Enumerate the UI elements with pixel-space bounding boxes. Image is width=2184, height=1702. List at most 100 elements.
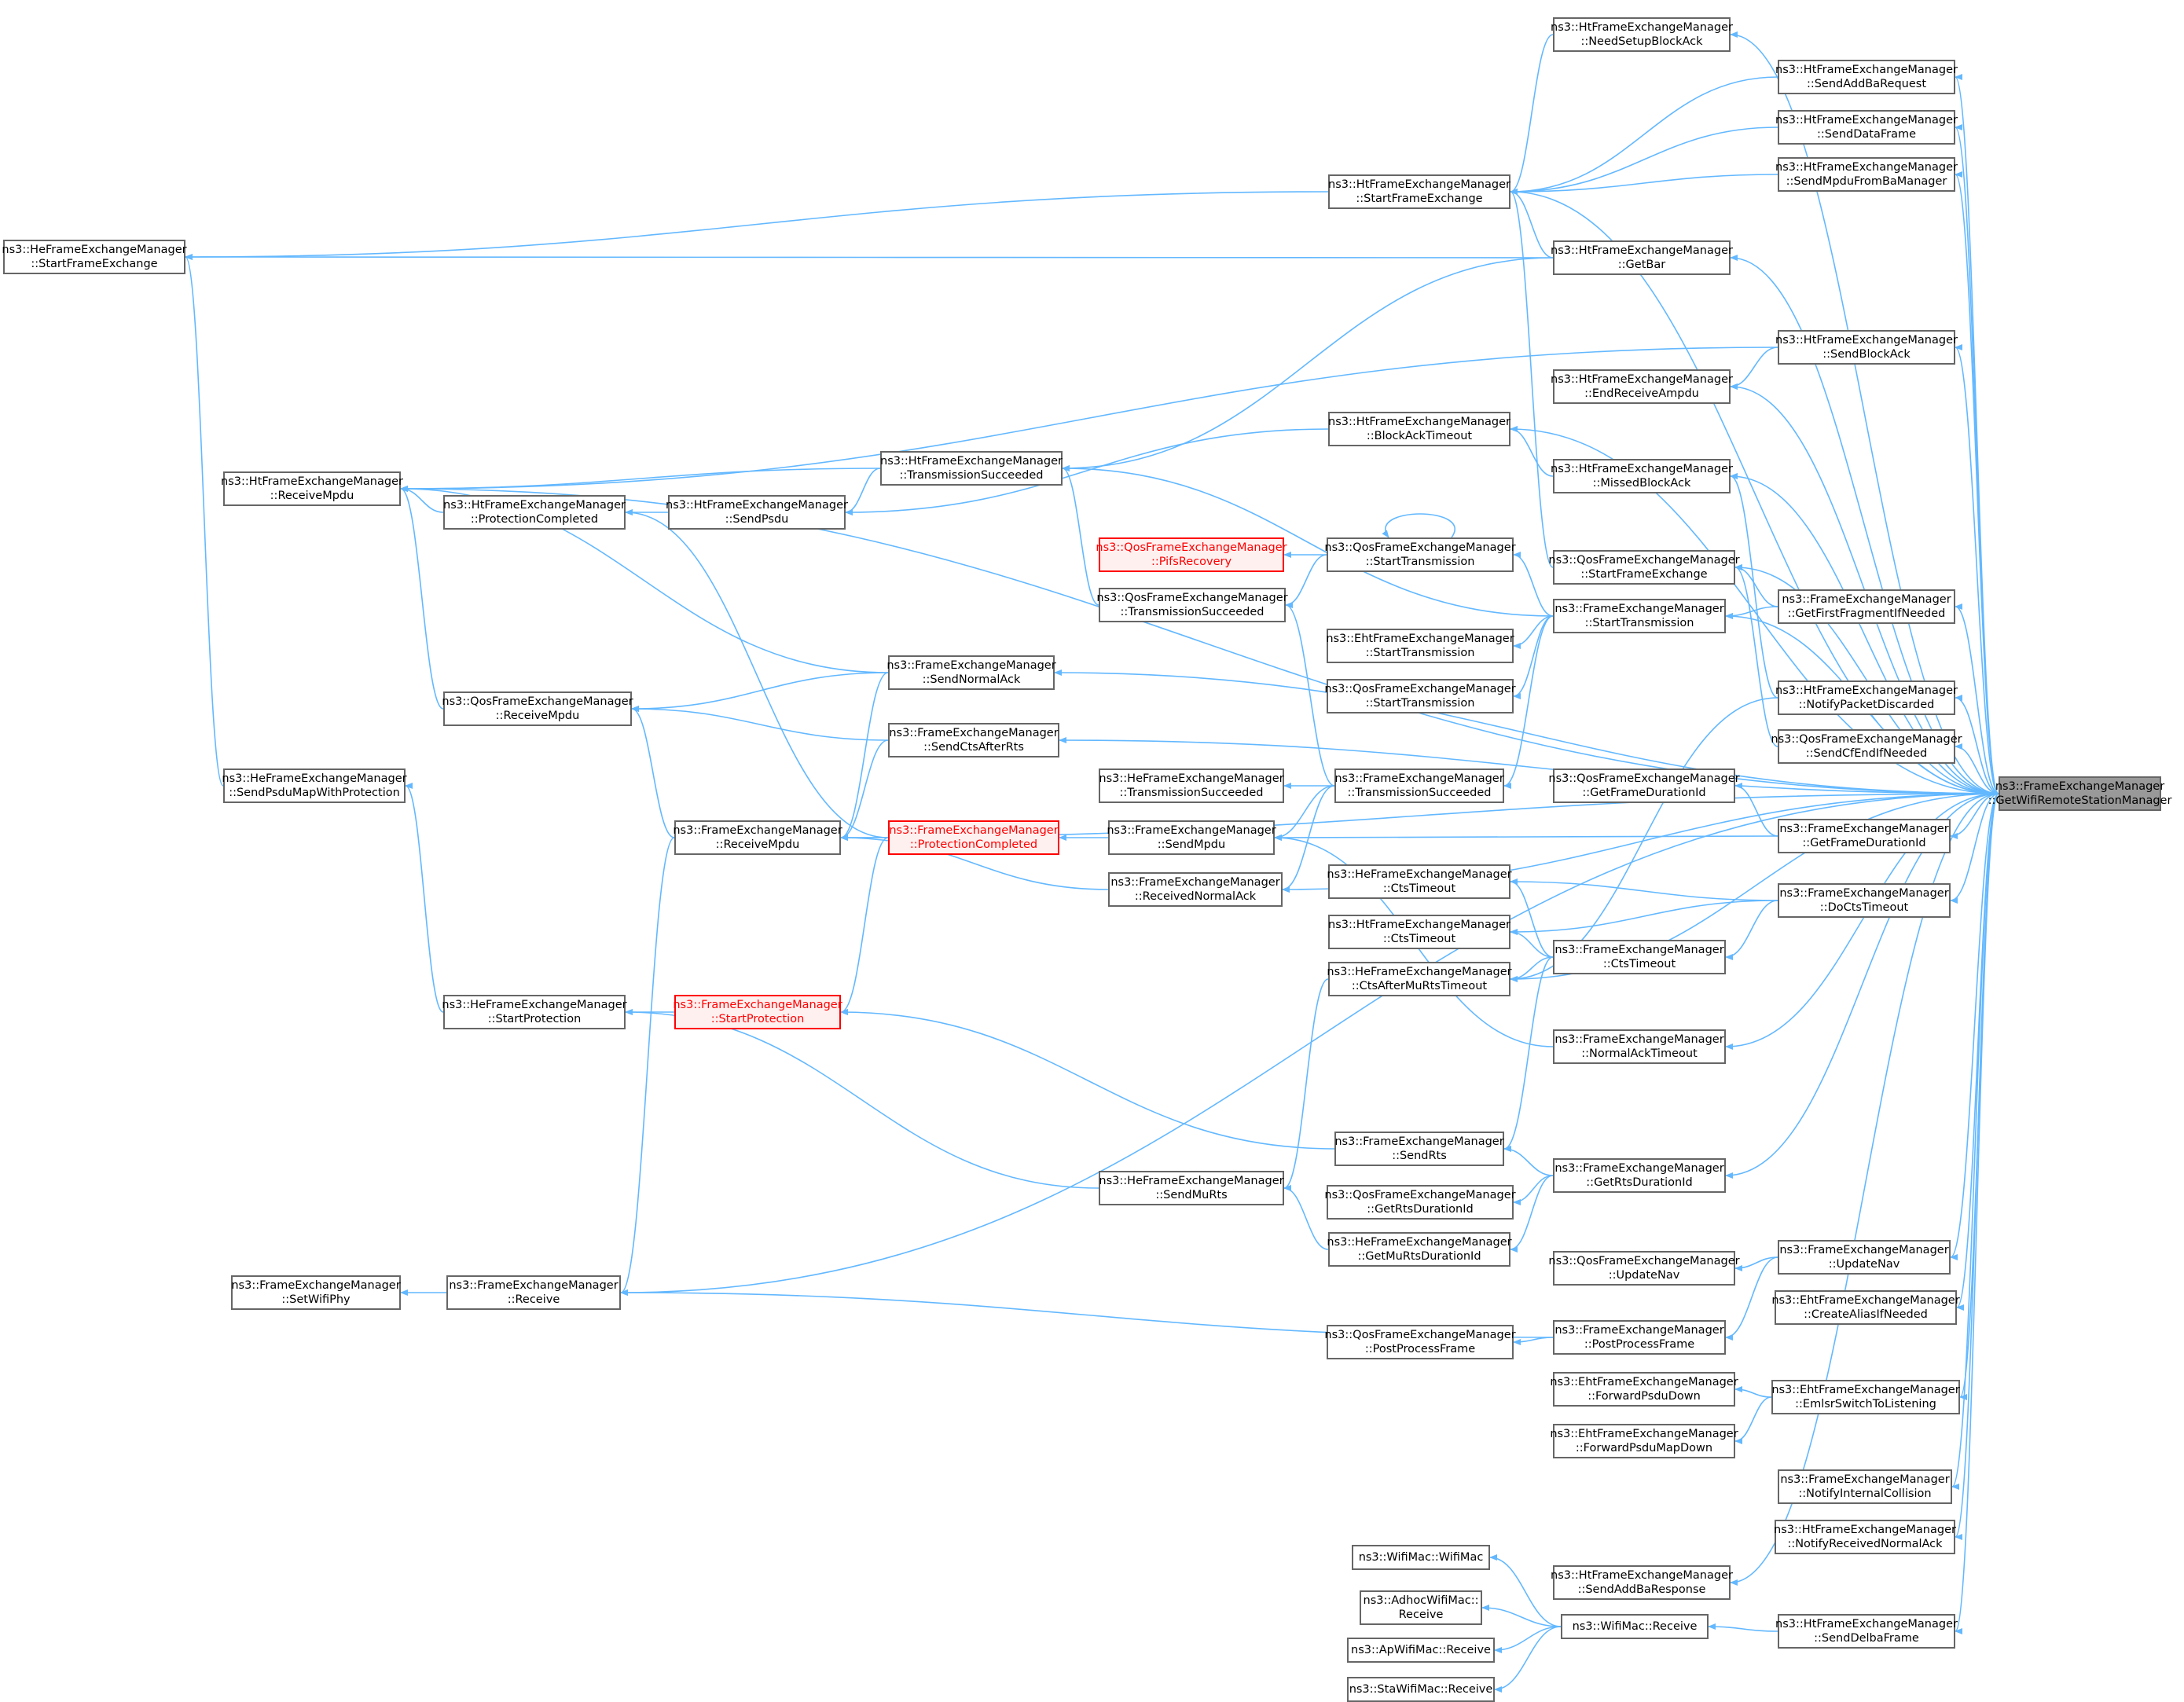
node-qos-trans-succ[interactable]: ns3::QosFrameExchangeManager::Transmissi… [1096, 588, 1288, 622]
node-ht-trans-succ[interactable]: ns3::HtFrameExchangeManager::Transmissio… [880, 451, 1063, 486]
node-he-trans-succ[interactable]: ns3::HeFrameExchangeManager::Transmissio… [1099, 768, 1284, 803]
node-fem-start-prot[interactable]: ns3::FrameExchangeManager::StartProtecti… [673, 995, 842, 1029]
node-label-line2: ::ReceivedNormalAck [1134, 890, 1257, 903]
node-qos-start-fe[interactable]: ns3::QosFrameExchangeManager::StartFrame… [1548, 550, 1740, 585]
node-fem-do-cts-timeout[interactable]: ns3::FrameExchangeManager::DoCtsTimeout [1778, 883, 1951, 918]
node-ht-start-fe[interactable]: ns3::HtFrameExchangeManager::StartFrameE… [1328, 174, 1510, 209]
node-adhoc-receive[interactable]: ns3::AdhocWifiMac::Receive [1360, 1590, 1482, 1625]
node-ht-cts-timeout[interactable]: ns3::HtFrameExchangeManager::CtsTimeout [1328, 915, 1510, 949]
node-qos-start-trans2[interactable]: ns3::QosFrameExchangeManager::StartTrans… [1324, 679, 1516, 713]
node-fem-receive-mpdu[interactable]: ns3::FrameExchangeManager::ReceiveMpdu [673, 820, 842, 855]
edge-fem-send-mpdu-to-fem-get-frame-dur [1274, 834, 1778, 841]
node-ht-missed-block-ack[interactable]: ns3::HtFrameExchangeManager::MissedBlock… [1551, 459, 1733, 493]
edge-fem-get-first-frag-to-getwifi [1955, 603, 1999, 794]
node-he-cts-after-mu-rts[interactable]: ns3::HeFrameExchangeManager::CtsAfterMuR… [1327, 962, 1512, 996]
node-he-start-prot[interactable]: ns3::HeFrameExchangeManager::StartProtec… [442, 995, 627, 1029]
node-fem-post-process[interactable]: ns3::FrameExchangeManager::PostProcessFr… [1553, 1320, 1726, 1355]
node-label-line2: ::NeedSetupBlockAck [1580, 35, 1703, 48]
edge-ht-start-fe-to-ht-send-mpdu-from-ba [1510, 174, 1778, 195]
edge-eht-create-alias-to-getwifi [1956, 793, 1999, 1311]
node-label-line1: ns3::HtFrameExchangeManager [221, 475, 403, 488]
node-label-line1: ns3::HtFrameExchangeManager [1328, 919, 1510, 931]
node-ht-send-addba-resp[interactable]: ns3::HtFrameExchangeManager::SendAddBaRe… [1551, 1565, 1733, 1600]
node-ht-send-delba[interactable]: ns3::HtFrameExchangeManager::SendDelbaFr… [1775, 1614, 1958, 1649]
edge-fem-receive-to-getwifi [620, 793, 1999, 1296]
node-fem-send-normal-ack[interactable]: ns3::FrameExchangeManager::SendNormalAck [886, 655, 1056, 690]
node-he-start-fe[interactable]: ns3::HeFrameExchangeManager::StartFrameE… [2, 240, 187, 274]
edge-ht-trans-succ-to-ht-get-bar [1062, 257, 1554, 471]
node-label-line2: ::TransmissionSucceeded [899, 469, 1044, 482]
edge-ht-missed-block-ack-to-ht-notify-discarded [1730, 473, 1778, 699]
node-label-line1: ns3::HtFrameExchangeManager [1775, 1618, 1958, 1630]
node-fem-send-cts-after-rts[interactable]: ns3::FrameExchangeManager::SendCtsAfterR… [888, 723, 1059, 757]
node-he-send-mu-rts[interactable]: ns3::HeFrameExchangeManager::SendMuRts [1099, 1171, 1284, 1205]
node-label-line2: ::StartFrameExchange [1356, 193, 1483, 205]
node-label-line1: ns3::EhtFrameExchangeManager [1771, 1294, 1960, 1307]
node-fem-get-first-frag[interactable]: ns3::FrameExchangeManager::GetFirstFragm… [1778, 589, 1955, 624]
node-fem-get-rts-dur[interactable]: ns3::FrameExchangeManager::GetRtsDuratio… [1553, 1158, 1726, 1193]
node-ht-send-data-frame[interactable]: ns3::HtFrameExchangeManager::SendDataFra… [1775, 110, 1958, 145]
node-ht-block-ack-timeout[interactable]: ns3::HtFrameExchangeManager::BlockAckTim… [1328, 412, 1510, 446]
node-qos-start-trans[interactable]: ns3::QosFrameExchangeManager::StartTrans… [1324, 537, 1516, 572]
node-qos-update-nav[interactable]: ns3::QosFrameExchangeManager::UpdateNav [1548, 1251, 1740, 1286]
node-label-line1: ns3::FrameExchangeManager [1334, 772, 1504, 785]
node-he-cts-timeout[interactable]: ns3::HeFrameExchangeManager::CtsTimeout [1327, 864, 1512, 899]
node-ht-get-bar[interactable]: ns3::HtFrameExchangeManager::GetBar [1551, 240, 1733, 275]
edge-fem-get-frame-dur-to-getwifi [1950, 793, 1999, 839]
node-eht-emlsr-switch[interactable]: ns3::EhtFrameExchangeManager::EmlsrSwitc… [1771, 1380, 1960, 1414]
edge-he-send-mu-rts-to-he-cts-after-mu-rts [1283, 978, 1329, 1191]
node-fem-prot-completed[interactable]: ns3::FrameExchangeManager::ProtectionCom… [888, 820, 1059, 855]
node-label-line2: ::StartProtection [487, 1013, 582, 1025]
node-ht-end-receive-ampdu[interactable]: ns3::HtFrameExchangeManager::EndReceiveA… [1551, 369, 1733, 404]
node-label-line1: ns3::HtFrameExchangeManager [1775, 161, 1958, 174]
node-fem-receive[interactable]: ns3::FrameExchangeManager::Receive [446, 1275, 621, 1310]
edge-fem-start-prot-to-fem-send-rts [840, 1009, 1335, 1150]
node-fem-received-normal-ack[interactable]: ns3::FrameExchangeManager::ReceivedNorma… [1108, 872, 1283, 907]
node-fem-cts-timeout[interactable]: ns3::FrameExchangeManager::CtsTimeout [1553, 940, 1726, 974]
node-label-line1: ns3::QosFrameExchangeManager [1096, 541, 1287, 554]
node-label-line2: ::SendBlockAck [1822, 348, 1911, 361]
node-fem-get-frame-dur[interactable]: ns3::FrameExchangeManager::GetFrameDurat… [1778, 819, 1951, 853]
node-qos-pifs[interactable]: ns3::QosFrameExchangeManager::PifsRecove… [1096, 537, 1287, 572]
edge-fem-notify-internal-to-getwifi [1951, 793, 1999, 1490]
node-sta-receive[interactable]: ns3::StaWifiMac::Receive [1347, 1677, 1495, 1702]
node-ht-send-psdu[interactable]: ns3::HtFrameExchangeManager::SendPsdu [666, 495, 848, 530]
node-ht-need-setup[interactable]: ns3::HtFrameExchangeManager::NeedSetupBl… [1551, 17, 1733, 52]
node-qos-receive-mpdu[interactable]: ns3::QosFrameExchangeManager::ReceiveMpd… [442, 691, 633, 726]
node-he-get-mu-rts-dur[interactable]: ns3::HeFrameExchangeManager::GetMuRtsDur… [1327, 1232, 1512, 1267]
node-ht-send-mpdu-from-ba[interactable]: ns3::HtFrameExchangeManager::SendMpduFro… [1775, 157, 1958, 192]
node-fem-start-trans[interactable]: ns3::FrameExchangeManager::StartTransmis… [1553, 599, 1726, 633]
node-fem-send-rts[interactable]: ns3::FrameExchangeManager::SendRts [1334, 1132, 1504, 1166]
node-ht-receive-mpdu[interactable]: ns3::HtFrameExchangeManager::ReceiveMpdu [221, 471, 403, 506]
edge-sta-receive-to-wifimac-receive [1494, 1626, 1562, 1693]
node-fem-trans-succ[interactable]: ns3::FrameExchangeManager::TransmissionS… [1334, 768, 1504, 803]
node-ht-prot-completed[interactable]: ns3::HtFrameExchangeManager::ProtectionC… [443, 495, 626, 530]
node-fem-update-nav[interactable]: ns3::FrameExchangeManager::UpdateNav [1778, 1240, 1951, 1275]
node-label-line1: ns3::QosFrameExchangeManager [1548, 772, 1740, 785]
node-fem-notify-internal[interactable]: ns3::FrameExchangeManager::NotifyInterna… [1778, 1469, 1952, 1504]
node-ht-notify-received-ack[interactable]: ns3::HtFrameExchangeManager::NotifyRecei… [1774, 1520, 1956, 1554]
node-qos-post-process[interactable]: ns3::QosFrameExchangeManager::PostProces… [1324, 1325, 1516, 1359]
node-ht-notify-discarded[interactable]: ns3::HtFrameExchangeManager::NotifyPacke… [1775, 680, 1958, 715]
node-fem-setwifiphy[interactable]: ns3::FrameExchangeManager::SetWifiPhy [231, 1275, 401, 1310]
node-qos-get-frame-dur[interactable]: ns3::QosFrameExchangeManager::GetFrameDu… [1548, 768, 1740, 803]
node-qos-get-rts-dur[interactable]: ns3::QosFrameExchangeManager::GetRtsDura… [1324, 1185, 1516, 1220]
node-fem-send-mpdu[interactable]: ns3::FrameExchangeManager::SendMpdu [1107, 820, 1276, 855]
node-ht-send-addba-req[interactable]: ns3::HtFrameExchangeManager::SendAddBaRe… [1775, 60, 1958, 94]
node-wifimac-wifimac[interactable]: ns3::WifiMac::WifiMac [1352, 1545, 1490, 1570]
node-ht-send-block-ack[interactable]: ns3::HtFrameExchangeManager::SendBlockAc… [1775, 330, 1958, 365]
node-he-send-psdu-map[interactable]: ns3::HeFrameExchangeManager::SendPsduMap… [222, 768, 407, 803]
edge-qos-receive-mpdu-to-fem-send-cts-after-rts [631, 706, 889, 741]
node-label-line1: ns3::FrameExchangeManager [1779, 887, 1949, 900]
node-eht-create-alias[interactable]: ns3::EhtFrameExchangeManager::CreateAlia… [1771, 1290, 1960, 1325]
node-label-line2: ::ReceiveMpdu [495, 710, 580, 722]
node-eht-fwd-psdu-map-down[interactable]: ns3::EhtFrameExchangeManager::ForwardPsd… [1550, 1424, 1738, 1458]
node-wifimac-receive[interactable]: ns3::WifiMac::Receive [1561, 1614, 1709, 1639]
node-qos-send-cf-end[interactable]: ns3::QosFrameExchangeManager::SendCfEndI… [1771, 729, 1962, 764]
edge-qos-post-process-to-fem-post-process [1513, 1337, 1554, 1345]
node-eht-fwd-psdu-down[interactable]: ns3::EhtFrameExchangeManager::ForwardPsd… [1550, 1372, 1738, 1407]
node-eht-start-trans[interactable]: ns3::EhtFrameExchangeManager::StartTrans… [1326, 629, 1514, 663]
node-ap-receive[interactable]: ns3::ApWifiMac::Receive [1347, 1638, 1495, 1663]
edge-ht-start-fe-to-ht-send-data-frame [1510, 127, 1778, 195]
node-fem-normal-ack-timeout[interactable]: ns3::FrameExchangeManager::NormalAckTime… [1553, 1029, 1726, 1064]
